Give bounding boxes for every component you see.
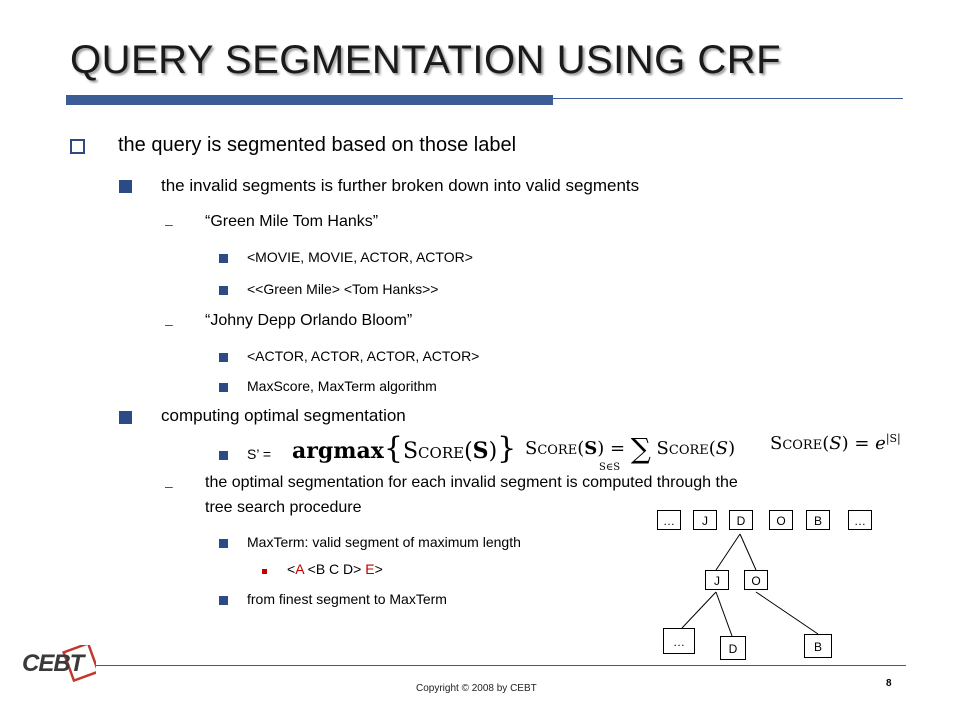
abcde-example: <A <B C D> E> (287, 561, 383, 577)
score-exp-formula: Score(S) = e|S| (770, 432, 901, 454)
filled-square-bullet-icon (119, 180, 132, 193)
tree-node-bottom-b: B (804, 634, 832, 658)
small-square-bullet-icon (219, 254, 228, 263)
bullet-invalid-segments: the invalid segments is further broken d… (161, 176, 640, 195)
argmax-formula: argmax{Score(S)} (292, 431, 517, 466)
s-symbol: S (829, 433, 842, 454)
score-word: Score (402, 439, 465, 464)
small-square-bullet-icon (219, 539, 228, 548)
dash-bullet-icon: – (165, 216, 173, 232)
tree-node-mid-o: O (744, 570, 768, 590)
tree-node-top-ellipsis-right: … (848, 510, 872, 530)
bold-s-symbol: S (584, 438, 598, 459)
e-symbol: e (875, 433, 886, 454)
open-bracket: < (287, 561, 296, 577)
inner-segment: <B C D> (307, 561, 362, 577)
score-word: Score (656, 438, 709, 459)
tree-node-bottom-d: D (720, 636, 746, 660)
red-square-bullet-icon (262, 569, 267, 574)
logo-text: CEBT (22, 650, 84, 677)
s-symbol: S (715, 438, 729, 459)
small-square-bullet-icon (219, 353, 228, 362)
small-square-bullet-icon (219, 451, 228, 460)
labels-actor: <ACTOR, ACTOR, ACTOR, ACTOR> (247, 348, 480, 364)
tree-search-text-1: the optimal segmentation for each invali… (205, 474, 738, 491)
close-bracket: > (374, 561, 383, 577)
abs-s-superscript: |S| (885, 432, 901, 445)
sum-subscript: S∈S (599, 462, 621, 473)
title-underline-bar (66, 95, 553, 105)
slide-title: QUERY SEGMENTATION USING CRF (70, 38, 782, 82)
open-square-bullet-icon (70, 139, 85, 154)
example-johny-depp: “Johny Depp Orlando Bloom” (205, 312, 413, 329)
s-prime-label: S’ = (247, 446, 271, 462)
example-green-mile: “Green Mile Tom Hanks” (205, 213, 379, 230)
cebt-logo (62, 645, 96, 683)
maxterm-definition: MaxTerm: valid segment of maximum length (247, 534, 521, 550)
footer-divider (96, 665, 906, 666)
filled-square-bullet-icon (119, 411, 132, 424)
small-square-bullet-icon (219, 596, 228, 605)
bullet-optimal-segmentation: computing optimal segmentation (161, 406, 406, 425)
score-word: Score (525, 438, 578, 459)
tree-node-top-b: B (806, 510, 830, 530)
maxscore-algorithm: MaxScore, MaxTerm algorithm (247, 378, 437, 394)
sum-symbol: ∑ (630, 432, 651, 465)
title-underline-line (553, 98, 903, 99)
tree-node-mid-j: J (705, 570, 729, 590)
letter-a: A (295, 561, 304, 577)
bold-s-symbol: S (472, 438, 489, 464)
dash-bullet-icon: – (165, 478, 173, 494)
tree-node-top-j: J (693, 510, 717, 530)
tree-search-text-2: tree search procedure (205, 499, 362, 516)
bullet-segmented: the query is segmented based on those la… (118, 134, 517, 156)
dash-bullet-icon: – (165, 316, 173, 332)
tree-node-bottom-ellipsis: … (663, 628, 695, 654)
score-word: Score (770, 433, 823, 454)
page-number: 8 (886, 678, 892, 689)
finest-to-maxterm: from finest segment to MaxTerm (247, 591, 447, 607)
copyright-text: Copyright © 2008 by CEBT (416, 683, 537, 694)
letter-e: E (365, 561, 375, 577)
tree-diagram-lines (681, 533, 819, 637)
small-square-bullet-icon (219, 286, 228, 295)
tree-node-top-ellipsis-left: … (657, 510, 681, 530)
small-square-bullet-icon (219, 383, 228, 392)
argmax-word: argmax (292, 438, 384, 464)
score-sum-formula: Score(S) = ∑ Score(S) (525, 432, 736, 465)
tree-node-top-d: D (729, 510, 753, 530)
segments-green-mile: <<Green Mile> <Tom Hanks>> (247, 281, 439, 297)
tree-node-top-o: O (769, 510, 793, 530)
labels-movie-actor: <MOVIE, MOVIE, ACTOR, ACTOR> (247, 249, 473, 265)
